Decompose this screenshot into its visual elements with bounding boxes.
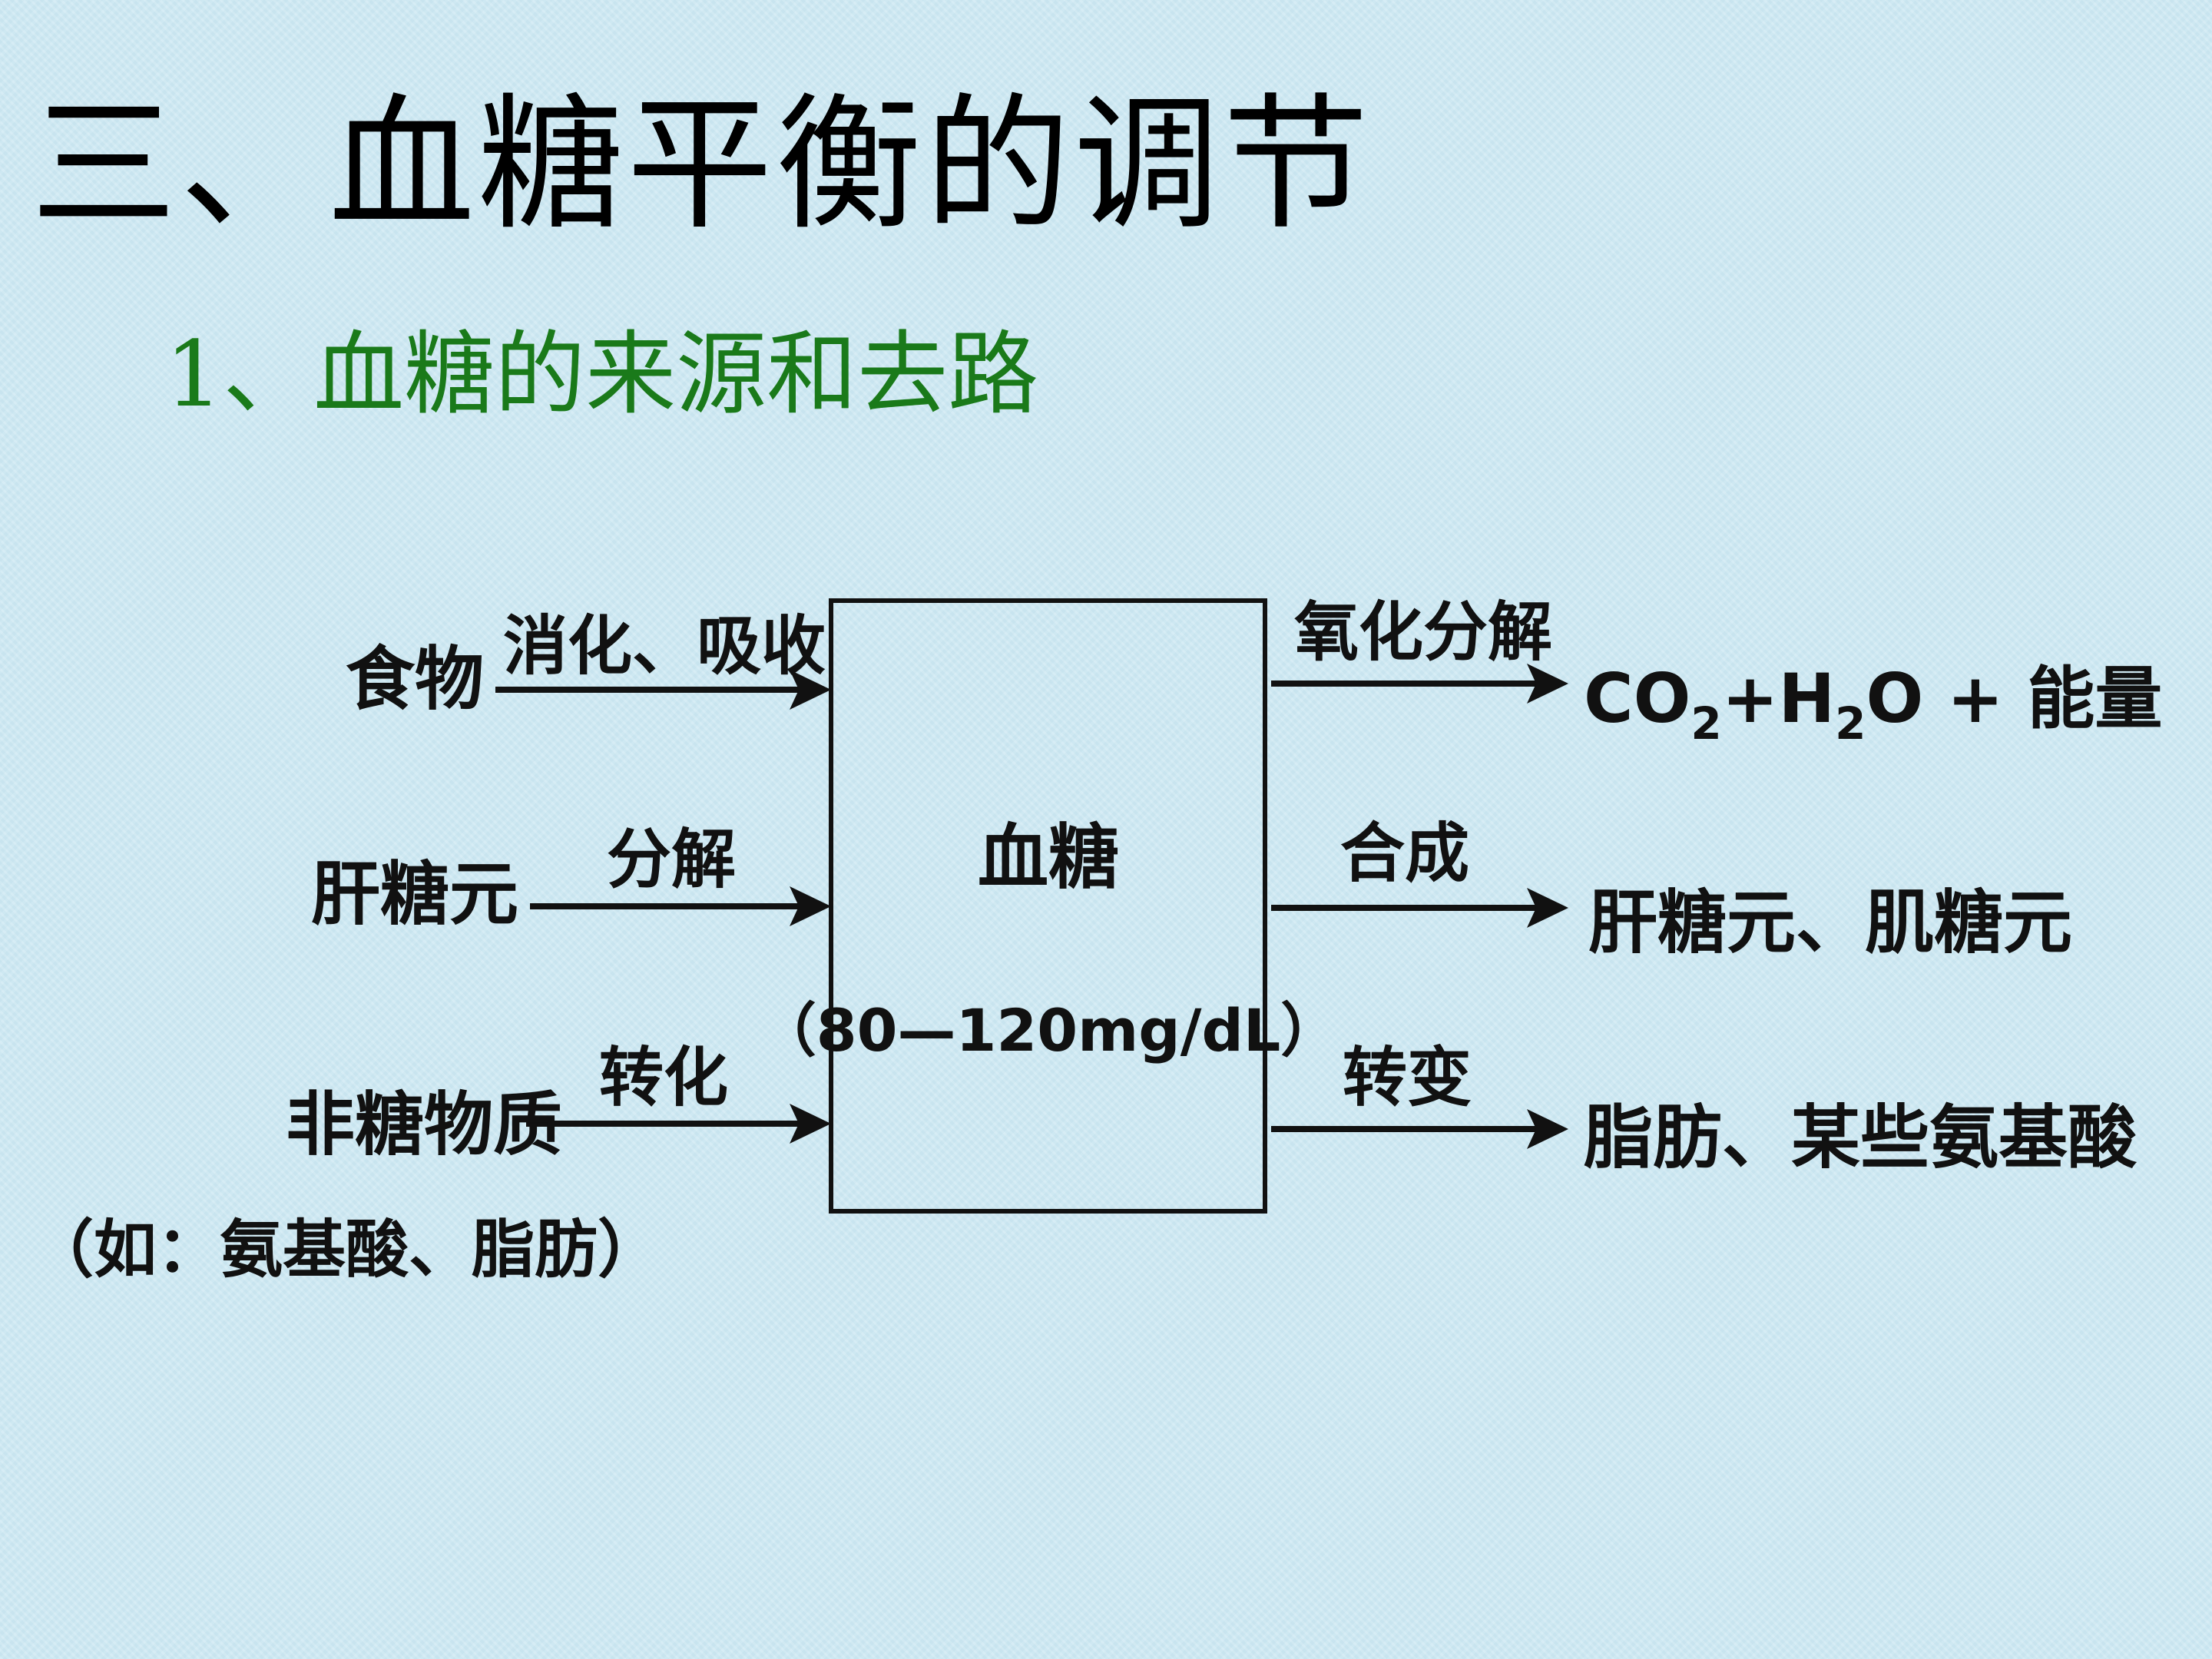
source-arrow-non-sugar [526,1104,831,1144]
output-conversion-process: 转变 [1343,1040,1472,1115]
source-food-label: 食物 [346,639,484,720]
output-arrow-conversion [1271,1109,1568,1149]
section-subtitle: 1、血糖的来源和去路 [165,321,1039,427]
output-oxidation-result: CO2+H2O + 能量 [1584,659,2162,750]
energy-text: O + 能量 [1866,659,2163,738]
source-food-process: 消化、吸收 [503,608,826,684]
source-arrow-food [495,670,831,710]
page-title: 三、血糖平衡的调节 [31,80,1373,250]
co2-subscript: 2 [1690,697,1721,750]
blood-glucose-range: （80—120mg/dL） [758,996,1339,1065]
source-non-sugar-note: （如：氨基酸、脂肪） [31,1214,661,1286]
output-conversion-label: 脂肪、某些氨基酸 [1584,1098,2137,1178]
h2o-text: +H [1722,659,1835,738]
output-synthesis-process: 合成 [1340,816,1469,891]
output-synthesis-label: 肝糖元、肌糖元 [1588,882,2072,963]
source-liver-glycogen-process: 分解 [607,822,736,897]
co2-text: CO [1584,659,1690,738]
h2o-subscript: 2 [1835,697,1866,750]
output-arrow-oxidation [1271,664,1568,704]
source-non-sugar-label: 非糖物质 [286,1084,562,1165]
blood-glucose-label: 血糖 [978,816,1119,899]
output-arrow-synthesis [1271,888,1568,928]
output-oxidation-process: 氧化分解 [1294,594,1552,670]
source-liver-glycogen-label: 肝糖元 [311,854,518,935]
blood-glucose-box [829,598,1267,1214]
source-non-sugar-process: 转化 [599,1040,728,1115]
source-arrow-liver-glycogen [530,886,831,926]
